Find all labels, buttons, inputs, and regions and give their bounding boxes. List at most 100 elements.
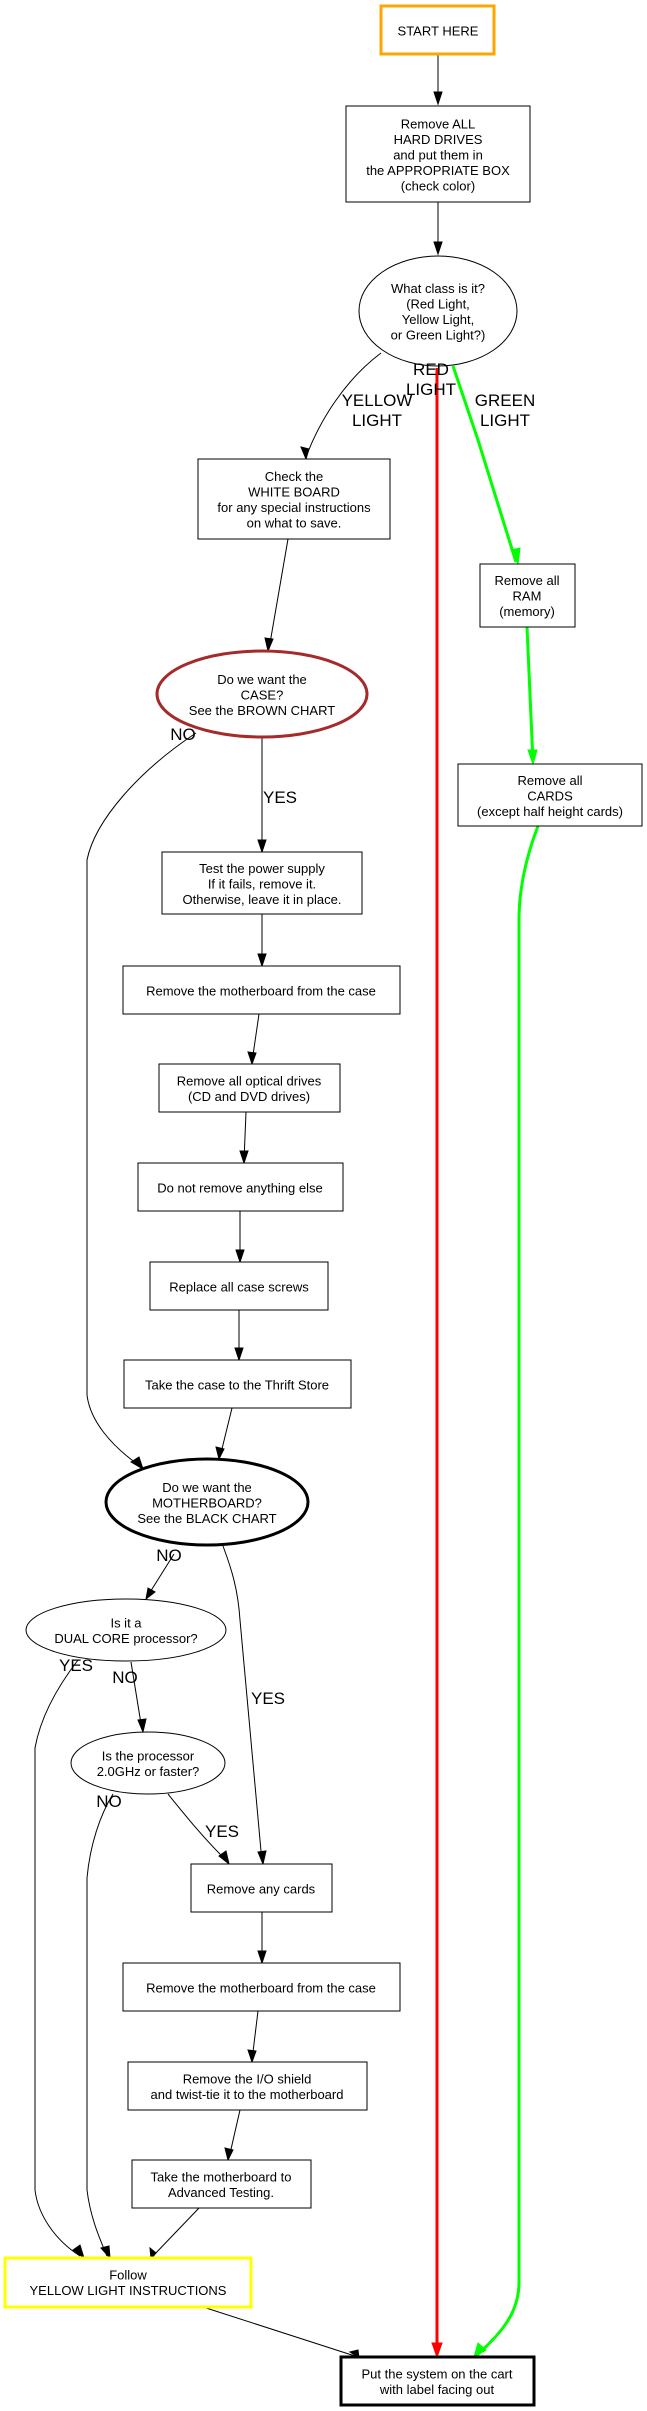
label-case-yes: YES <box>263 788 297 807</box>
arrowhead-icon <box>510 547 521 566</box>
text-line: Check the <box>265 469 324 484</box>
node-label: Do not remove anything else <box>157 1180 322 1195</box>
arrowhead-icon <box>72 2244 85 2260</box>
label-mb-yes: YES <box>251 1689 285 1708</box>
node-remove-any-cards[interactable]: Remove any cards <box>190 1863 333 1913</box>
text-line: YES <box>205 1822 239 1841</box>
node-thrift[interactable]: Take the case to the Thrift Store <box>123 1359 352 1409</box>
arrowhead-icon <box>247 2049 257 2064</box>
text-line: or Green Light?) <box>391 328 486 343</box>
node-screws[interactable]: Replace all case screws <box>149 1261 329 1311</box>
edge-dual-no <box>130 1661 143 1731</box>
edge-yellow-to-cart <box>202 2306 359 2358</box>
label-mb-no: NO <box>156 1546 182 1565</box>
node-label: Remove the motherboard from the case <box>146 1980 376 1995</box>
text-line: CARDS <box>527 788 573 803</box>
arrowhead-icon <box>224 2147 234 2162</box>
text-line: WHITE BOARD <box>248 485 340 500</box>
text-line: YELLOW LIGHT INSTRUCTIONS <box>30 2283 227 2298</box>
label-case-no: NO <box>170 725 196 744</box>
text-line: on what to save. <box>247 516 342 531</box>
text-line: MOTHERBOARD? <box>152 1495 262 1510</box>
arrowhead-icon <box>431 2342 443 2359</box>
arrowhead-icon <box>145 1587 156 1601</box>
text-line: Remove the I/O shield <box>183 2072 312 2087</box>
node-optical[interactable]: Remove all optical drives(CD and DVD dri… <box>158 1063 341 1113</box>
text-line: RAM <box>513 588 542 603</box>
text-line: for any special instructions <box>217 500 371 515</box>
arrowhead-icon <box>473 2342 487 2359</box>
text-line: NO <box>112 1668 138 1687</box>
node-remove-mb-case-1[interactable]: Remove the motherboard from the case <box>122 965 401 1015</box>
text-line: YES <box>59 1656 93 1675</box>
arrowhead-icon <box>247 1051 257 1066</box>
text-line: Otherwise, leave it in place. <box>183 892 342 907</box>
edge-whiteboard-to-case <box>268 538 289 650</box>
text-line: LIGHT <box>352 411 402 430</box>
text-line: 2.0GHz or faster? <box>97 1764 200 1779</box>
text-line: Follow <box>109 2268 147 2283</box>
edge-testing-to-yellow <box>152 2207 200 2257</box>
text-line: START HERE <box>398 23 479 38</box>
node-start[interactable]: START HERE <box>379 4 496 56</box>
edge-cards-to-cart <box>476 825 540 2357</box>
arrowhead-icon <box>257 953 267 968</box>
text-line: Yellow Light, <box>402 312 475 327</box>
text-line: Is it a <box>110 1616 142 1631</box>
text-line: GREEN <box>475 391 535 410</box>
text-line: Remove all <box>494 573 559 588</box>
arrowhead-icon <box>130 1456 144 1471</box>
label-dual-no: NO <box>112 1668 138 1687</box>
node-label: Take the case to the Thrift Store <box>145 1377 329 1392</box>
arrowheads <box>72 91 538 2360</box>
label-speed-no: NO <box>96 1792 122 1811</box>
text-line: Remove any cards <box>207 1881 316 1896</box>
node-class-question[interactable]: What class is it?(Red Light,Yellow Light… <box>358 255 518 367</box>
arrowhead-icon <box>234 1347 244 1362</box>
text-line: See the BROWN CHART <box>189 703 335 718</box>
arrowhead-icon <box>300 446 310 461</box>
text-line: and twist-tie it to the motherboard <box>151 2087 344 2102</box>
text-line: (Red Light, <box>406 297 470 312</box>
node-label: Remove any cards <box>207 1881 316 1896</box>
text-line: Advanced Testing. <box>168 2185 274 2200</box>
node-nothing-else[interactable]: Do not remove anything else <box>137 1162 344 1212</box>
node-remove-mb-case-2[interactable]: Remove the motherboard from the case <box>122 1962 401 2012</box>
arrowhead-icon <box>100 2245 111 2260</box>
label-dual-yes: YES <box>59 1656 93 1675</box>
text-line: DUAL CORE processor? <box>54 1631 197 1646</box>
text-line: Is the processor <box>102 1749 195 1764</box>
edge-case-no <box>86 732 197 1467</box>
text-line: LIGHT <box>406 380 456 399</box>
text-line: HARD DRIVES <box>394 132 483 147</box>
arrowhead-icon <box>257 839 267 854</box>
edge-dual-yes <box>34 1659 81 2257</box>
node-label: Remove the motherboard from the case <box>146 983 376 998</box>
arrowhead-icon <box>257 1950 267 1965</box>
text-line: Take the motherboard to <box>151 2170 292 2185</box>
edge-speed-no <box>86 1793 114 2257</box>
node-label: Remove all optical drives(CD and DVD dri… <box>177 1074 322 1105</box>
